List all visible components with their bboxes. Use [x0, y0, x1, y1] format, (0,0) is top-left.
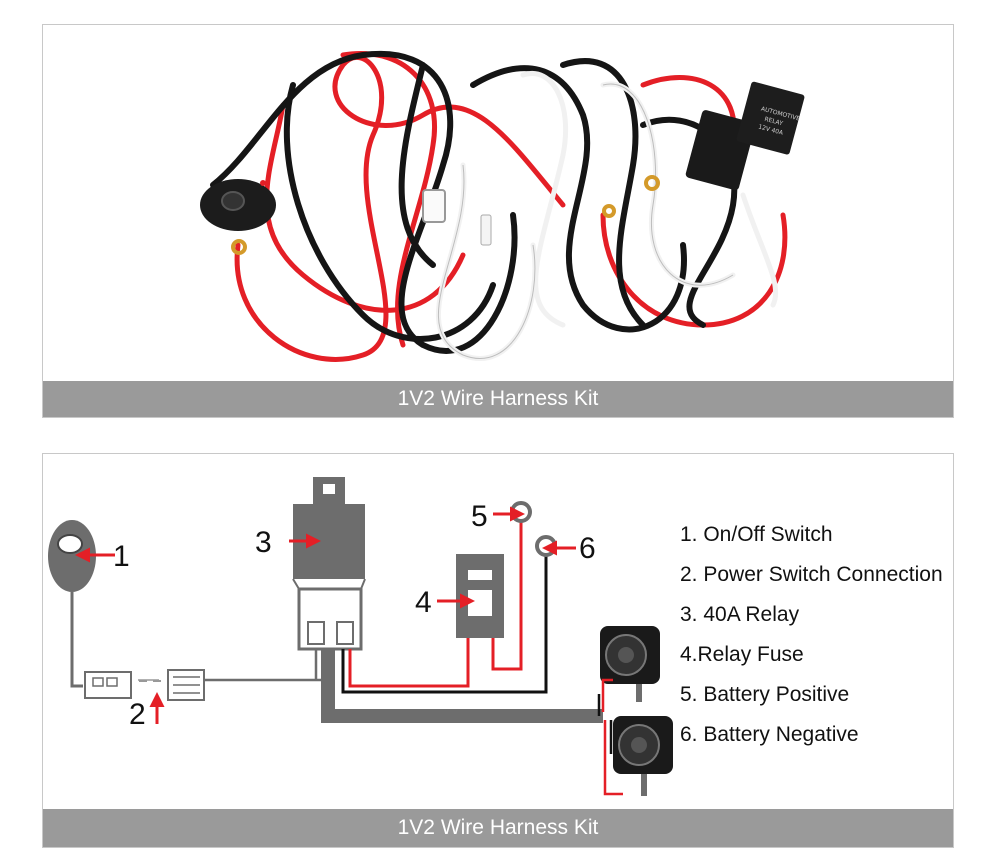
power-switch-connector [84, 669, 321, 701]
legend-item-battery-negative: 6. Battery Negative [680, 723, 859, 746]
red-wire-bundle [234, 51, 788, 362]
top-caption: 1V2 Wire Harness Kit [43, 381, 953, 417]
on-off-switch-photo [200, 179, 276, 231]
legend-item-relay: 3. 40A Relay [680, 603, 800, 626]
legend-item-fuse: 4.Relay Fuse [680, 643, 804, 666]
legend-item-switch: 1. On/Off Switch [680, 523, 833, 546]
battery-terminals [510, 501, 557, 557]
main-harness-cable [321, 649, 603, 723]
callout-6: 6 [579, 532, 596, 565]
light-diagram-1 [600, 626, 660, 702]
fuse-holder-photo [422, 189, 492, 246]
light-wires [597, 678, 623, 796]
legend-item-power-connection: 2. Power Switch Connection [680, 563, 943, 586]
product-photo-panel: AUTOMOTIVE RELAY 12V 40A 1V2 Wire Harnes… [42, 24, 954, 418]
white-wire-outline [437, 83, 734, 359]
relay-label-line-2: RELAY [764, 116, 784, 128]
wiring-diagram: 1 2 3 4 5 6 [48, 477, 673, 796]
power-wires [341, 516, 548, 694]
relay-photo: AUTOMOTIVE RELAY 12V 40A [685, 81, 805, 191]
black-wire-bundle [210, 50, 738, 354]
callout-2: 2 [129, 698, 146, 731]
callout-arrows [75, 506, 576, 724]
ring-terminal-photo [231, 175, 660, 255]
switch-diagram [48, 520, 96, 688]
wire-harness-photo: AUTOMOTIVE RELAY 12V 40A [200, 50, 805, 362]
callout-5: 5 [471, 500, 488, 533]
callout-4: 4 [415, 586, 432, 619]
wiring-diagram-panel: 1 2 3 4 5 6 1. On/Off Switch 2. Power Sw… [42, 453, 954, 848]
relay-diagram [292, 477, 366, 651]
bottom-caption: 1V2 Wire Harness Kit [43, 809, 953, 847]
callout-3: 3 [255, 526, 272, 559]
light-diagram-2 [613, 716, 673, 796]
component-legend: 1. On/Off Switch 2. Power Switch Connect… [680, 520, 943, 760]
legend-item-battery-positive: 5. Battery Positive [680, 683, 850, 706]
fuse-diagram [456, 554, 504, 638]
callout-1: 1 [113, 540, 130, 573]
